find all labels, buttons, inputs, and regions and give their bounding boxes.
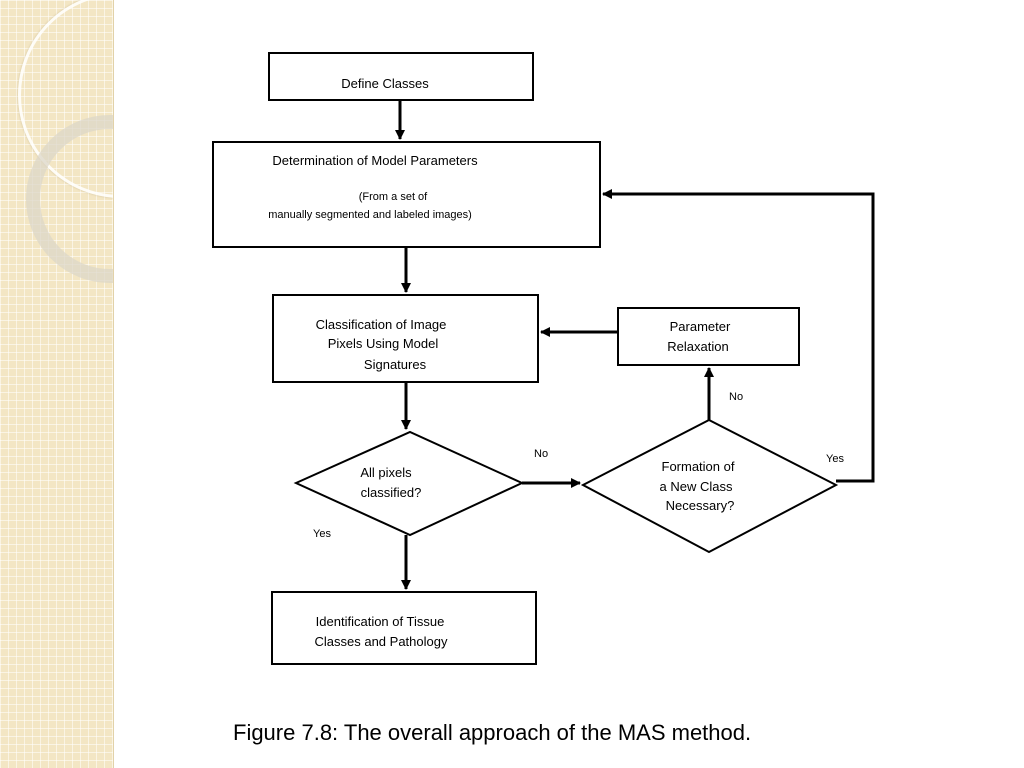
- node-parameter-relaxation-line-1: Parameter: [670, 319, 731, 334]
- edge-label-yes-loop: Yes: [826, 453, 844, 465]
- figure-caption: Figure 7.8: The overall approach of the …: [233, 720, 752, 745]
- node-classification-line-3: Signatures: [364, 357, 427, 372]
- node-classification-line-1: Classification of Image: [316, 317, 447, 332]
- node-parameter-relaxation-line-2: Relaxation: [667, 339, 728, 354]
- node-model-parameters-note-1: (From a set of: [359, 191, 428, 203]
- node-define-classes-label: Define Classes: [341, 76, 429, 91]
- edge-label-yes-done: Yes: [313, 528, 331, 540]
- decision-all-pixels-line-1: All pixels: [360, 465, 412, 480]
- node-identification-line-1: Identification of Tissue: [316, 614, 445, 629]
- decision-all-pixels-line-2: classified?: [361, 485, 422, 500]
- node-classification-line-2: Pixels Using Model: [328, 336, 439, 351]
- decision-all-pixels: All pixels classified?: [293, 430, 525, 537]
- node-identification-line-2: Classes and Pathology: [315, 634, 448, 649]
- decision-new-class: Formation of a New Class Necessary?: [580, 418, 839, 554]
- node-define-classes: Define Classes: [268, 52, 534, 101]
- edge-label-no-relaxation: No: [729, 391, 743, 403]
- node-identification: Identification of Tissue Classes and Pat…: [271, 591, 537, 665]
- edge-new-class-yes-loop: [602, 189, 875, 483]
- node-parameter-relaxation: Parameter Relaxation: [617, 307, 800, 366]
- decision-new-class-line-2: a New Class: [660, 479, 733, 494]
- edge-label-no-new-class: No: [534, 448, 548, 460]
- decision-new-class-line-1: Formation of: [662, 459, 735, 474]
- node-model-parameters-title: Determination of Model Parameters: [272, 153, 478, 168]
- node-model-parameters: Determination of Model Parameters (From …: [212, 141, 601, 248]
- node-classification: Classification of Image Pixels Using Mod…: [272, 294, 539, 383]
- decorative-sidebar: [0, 0, 114, 768]
- node-model-parameters-note-2: manually segmented and labeled images): [268, 209, 472, 221]
- decision-new-class-line-3: Necessary?: [666, 498, 735, 513]
